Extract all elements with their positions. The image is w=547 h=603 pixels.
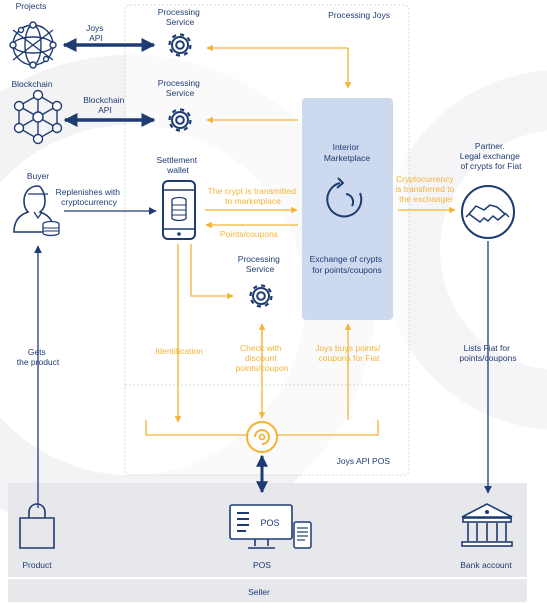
replenishes-label: Replenishes with cryptocurrency <box>56 187 123 207</box>
product-label: Product <box>22 560 52 570</box>
marketplace-exchange-text: Exchange of crypts for points/coupons <box>310 254 385 275</box>
processing-service-3-label: Processing Service <box>238 254 282 274</box>
blockchain-icon <box>13 89 63 145</box>
projects-label: Projects <box>16 1 47 11</box>
cycle-icon <box>326 177 363 218</box>
buyer-icon <box>13 185 60 237</box>
points-coupons-label: Points/coupons <box>220 229 278 239</box>
joys-logo-icon <box>246 421 278 453</box>
api-pos-label: Joys API POS <box>337 456 391 466</box>
buyer-label: Buyer <box>27 171 49 181</box>
gets-product-label: Gets the product <box>17 347 60 367</box>
blockchain-api-label: Blockchain API <box>83 95 126 115</box>
orange-flow-lines <box>145 44 456 436</box>
processing-joys-title: Processing Joys <box>328 10 390 20</box>
identification-label: Identification <box>155 346 203 356</box>
processing-service-1-label: Processing Service <box>158 7 202 27</box>
blockchain-label: Blockchain <box>11 79 52 89</box>
joys-buys-label: Joys buys points/ coupons for Fiat <box>315 343 383 363</box>
bank-account-label: Bank account <box>460 560 512 570</box>
seller-footer <box>8 579 527 602</box>
seller-label: Seller <box>248 587 270 597</box>
handshake-icon <box>461 185 515 239</box>
bank-icon <box>461 503 513 547</box>
phone-wallet-icon <box>162 180 196 240</box>
transmitted-label: The crypt is transmitted to marketplace <box>208 186 299 206</box>
network-icon <box>9 21 57 69</box>
settlement-wallet-label: Settlement wallet <box>156 155 199 175</box>
pos-screen-text: POS <box>260 518 279 528</box>
shopping-bag-icon <box>19 503 55 549</box>
crypto-transfer-label: Cryptocurrency is transferred to the exc… <box>395 174 456 204</box>
processing-service-2-label: Processing Service <box>158 78 202 98</box>
joys-api-label: Joys API <box>86 23 106 43</box>
pos-label: POS <box>253 560 271 570</box>
interior-marketplace-box <box>302 98 393 320</box>
pos-terminal-icon: POS <box>229 504 312 549</box>
check-discount-label: Check with discount points/coupon <box>236 343 289 373</box>
lists-fiat-label: Lists Fiat for points/coupons <box>459 343 516 363</box>
partner-label: Partner. Legal exchange of crypts for Fi… <box>460 141 522 171</box>
marketplace-title: Interior Marketplace <box>324 142 371 163</box>
